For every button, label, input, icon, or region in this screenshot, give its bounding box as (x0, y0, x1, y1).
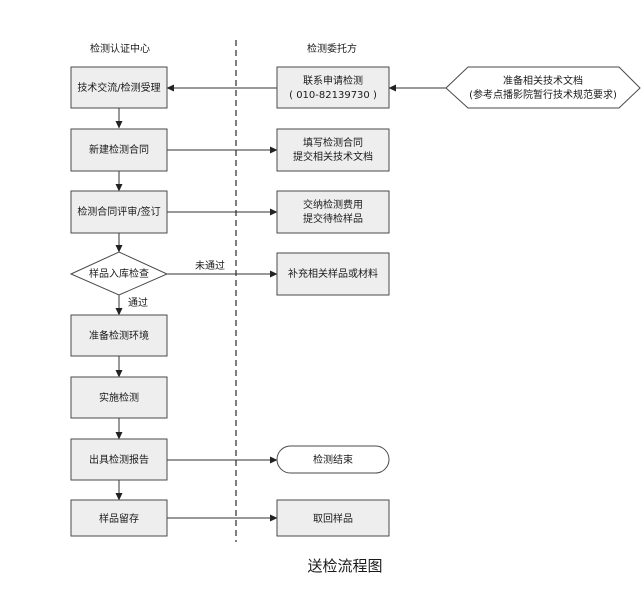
node-review-sign-label: 检测合同评审/签订 (77, 205, 160, 218)
node-fill-contract-line-2: 提交相关技术文档 (293, 150, 373, 163)
node-end-terminal: 检测结束 (276, 445, 390, 474)
node-inspect-label: 样品入库检查 (89, 267, 149, 280)
node-pay-submit-line-2: 提交待检样品 (303, 212, 363, 225)
node-report-label: 出具检测报告 (89, 453, 149, 466)
node-supplement: 补充相关样品或材料 (276, 252, 390, 296)
lane-title-client: 检测委托方 (307, 42, 357, 55)
node-prepare-docs-line-2: (参考点播影院暂行技术规范要求) (469, 88, 617, 101)
node-retrieve: 取回样品 (276, 499, 390, 537)
node-prepare-docs-line-1: 准备相关技术文档 (503, 74, 583, 87)
node-inspect-decision: 样品入库检查 (69, 251, 169, 296)
node-contact-line-2: ( 010-82139730 ) (289, 90, 377, 101)
node-prepare-env-label: 准备检测环境 (89, 329, 149, 342)
node-prepare-env: 准备检测环境 (70, 314, 168, 357)
node-pay-submit: 交纳检测费用 提交待检样品 (276, 190, 390, 234)
node-tech-exchange: 技术交流/检测受理 (70, 66, 168, 109)
node-retrieve-label: 取回样品 (313, 512, 353, 525)
edge-label-fail: 未通过 (195, 259, 225, 272)
node-pay-submit-line-1: 交纳检测费用 (303, 198, 363, 211)
node-report: 出具检测报告 (70, 438, 168, 481)
node-execute: 实施检测 (70, 376, 168, 419)
lane-title-testing-center: 检测认证中心 (90, 42, 150, 55)
node-fill-contract-line-1: 填写检测合同 (303, 136, 363, 149)
node-review-sign: 检测合同评审/签订 (70, 190, 168, 234)
node-contact-line-1: 联系申请检测 (303, 74, 363, 87)
node-tech-exchange-label: 技术交流/检测受理 (77, 81, 160, 94)
node-prepare-docs: 准备相关技术文档 (参考点播影院暂行技术规范要求) (445, 66, 641, 109)
node-retain: 样品留存 (70, 499, 168, 537)
node-fill-contract: 填写检测合同 提交相关技术文档 (276, 128, 390, 172)
edge-label-pass: 通过 (128, 296, 148, 309)
node-retain-label: 样品留存 (99, 512, 139, 525)
node-execute-label: 实施检测 (99, 391, 139, 404)
diagram-caption: 送检流程图 (307, 557, 382, 575)
node-end-label: 检测结束 (313, 453, 353, 466)
node-contact: 联系申请检测 ( 010-82139730 ) (276, 66, 390, 109)
node-new-contract-label: 新建检测合同 (89, 143, 149, 156)
node-supplement-label: 补充相关样品或材料 (288, 267, 378, 280)
node-new-contract: 新建检测合同 (70, 128, 168, 172)
